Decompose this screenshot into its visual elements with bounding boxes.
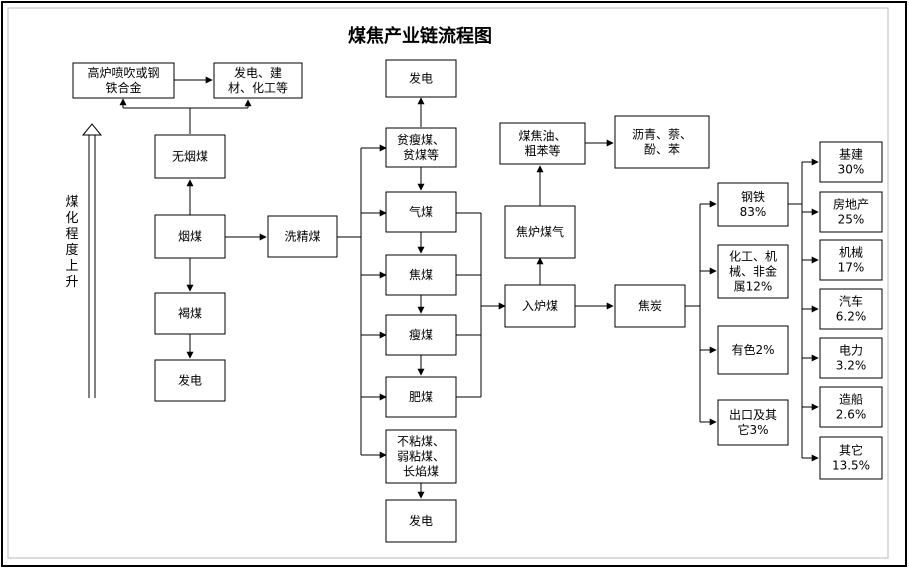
node-anthracite: 无烟煤 <box>154 134 226 179</box>
node-label: 无烟煤 <box>172 150 208 164</box>
node-label: 酚、苯 <box>644 143 680 157</box>
node-label: 发电 <box>409 513 433 528</box>
node-label: 长焰煤 <box>403 464 439 479</box>
node-coke: 焦炭 <box>614 284 686 328</box>
node-power-building: 发电、建材、化工等 <box>213 62 303 99</box>
node-label: 肥煤 <box>409 390 433 404</box>
node-nonferrous: 有色2% <box>717 325 789 375</box>
node-coal-tar: 煤焦油、粗苯等 <box>499 122 586 165</box>
node-label: 属12% <box>734 280 773 294</box>
node-electric-power: 电力3.2% <box>819 337 883 379</box>
node-label: 17% <box>838 261 865 275</box>
node-label: 化工、机 <box>729 250 777 264</box>
node-power-1: 发电 <box>385 59 457 98</box>
inner-border <box>7 7 889 559</box>
node-label: 弱粘煤、 <box>397 449 445 464</box>
node-fat-coal: 肥煤 <box>385 376 457 418</box>
node-label: 有色2% <box>731 343 774 357</box>
node-label: 铁合金 <box>105 80 141 95</box>
node-label: 83% <box>740 205 767 219</box>
node-label: 瘦煤 <box>409 327 433 342</box>
node-shipbuilding: 造船2.6% <box>819 386 883 428</box>
node-label: 高炉喷吹或钢 <box>87 65 159 80</box>
node-label: 钢铁 <box>741 190 765 204</box>
node-label: 汽车 <box>839 294 863 309</box>
node-label: 25% <box>838 213 865 227</box>
node-label: 它3% <box>737 422 768 437</box>
connectors <box>119 76 819 499</box>
node-label: 发电 <box>178 373 202 388</box>
node-label: 2.6% <box>836 408 867 422</box>
industry-arrows <box>802 208 819 411</box>
node-label: 贫瘦煤、 <box>397 132 445 147</box>
node-furnace-coal: 入炉煤 <box>504 284 576 328</box>
node-lean-coking-coal: 瘦煤 <box>385 314 457 356</box>
diagram-title: 煤焦产业链流程图 <box>348 25 492 47</box>
node-label: 机械 <box>839 245 863 260</box>
node-label: 造船 <box>839 393 863 407</box>
node-label: 其它 <box>839 443 863 458</box>
node-label: 基建 <box>839 148 863 162</box>
node-power-2: 发电 <box>385 499 457 543</box>
node-bituminous: 烟煤 <box>154 214 226 259</box>
node-label: 贫煤等 <box>403 147 439 162</box>
node-noncaking-coal: 不粘煤、弱粘煤、长焰煤 <box>385 429 457 484</box>
node-label: 械、非金 <box>729 264 777 279</box>
node-asphalt: 沥青、萘、酚、苯 <box>614 115 710 169</box>
node-label: 30% <box>838 163 865 177</box>
node-lean-coal: 贫瘦煤、贫煤等 <box>385 127 457 168</box>
node-label: 焦炉煤气 <box>516 224 564 239</box>
node-label: 发电、建 <box>234 65 282 80</box>
node-washed-coal: 洗精煤 <box>267 215 338 258</box>
node-label: 焦煤 <box>409 268 433 282</box>
node-label: 粗苯等 <box>524 144 560 158</box>
coalification-label: 煤化程度上升 <box>65 195 78 290</box>
node-coking-coal: 焦煤 <box>385 254 457 296</box>
node-label: 不粘煤、 <box>397 434 445 449</box>
node-label: 发电 <box>409 71 433 86</box>
node-label: 房地产 <box>833 197 869 212</box>
node-label: 烟煤 <box>178 230 202 244</box>
node-label: 气煤 <box>409 204 433 219</box>
use-arrows <box>700 267 717 354</box>
node-label: 材、化工等 <box>228 81 288 95</box>
node-label: 煤焦油、 <box>518 129 566 143</box>
node-label: 焦炭 <box>638 299 662 313</box>
node-auto: 汽车6.2% <box>819 288 883 330</box>
node-label: 沥青、萘、 <box>632 128 692 142</box>
node-label: 13.5% <box>832 459 870 473</box>
node-label: 入炉煤 <box>522 299 558 313</box>
node-power-lignite: 发电 <box>154 359 226 402</box>
node-gas-coal: 气煤 <box>385 191 457 233</box>
node-label: 6.2% <box>836 310 867 324</box>
node-label: 褐煤 <box>178 306 202 321</box>
node-label: 洗精煤 <box>284 230 320 244</box>
coalification-arrow <box>81 123 103 398</box>
node-label: 电力 <box>839 344 863 358</box>
node-coke-oven-gas: 焦炉煤气 <box>504 205 576 259</box>
node-label: 出口及其 <box>729 408 777 422</box>
node-label: 3.2% <box>836 359 867 373</box>
node-lignite: 褐煤 <box>154 292 226 335</box>
